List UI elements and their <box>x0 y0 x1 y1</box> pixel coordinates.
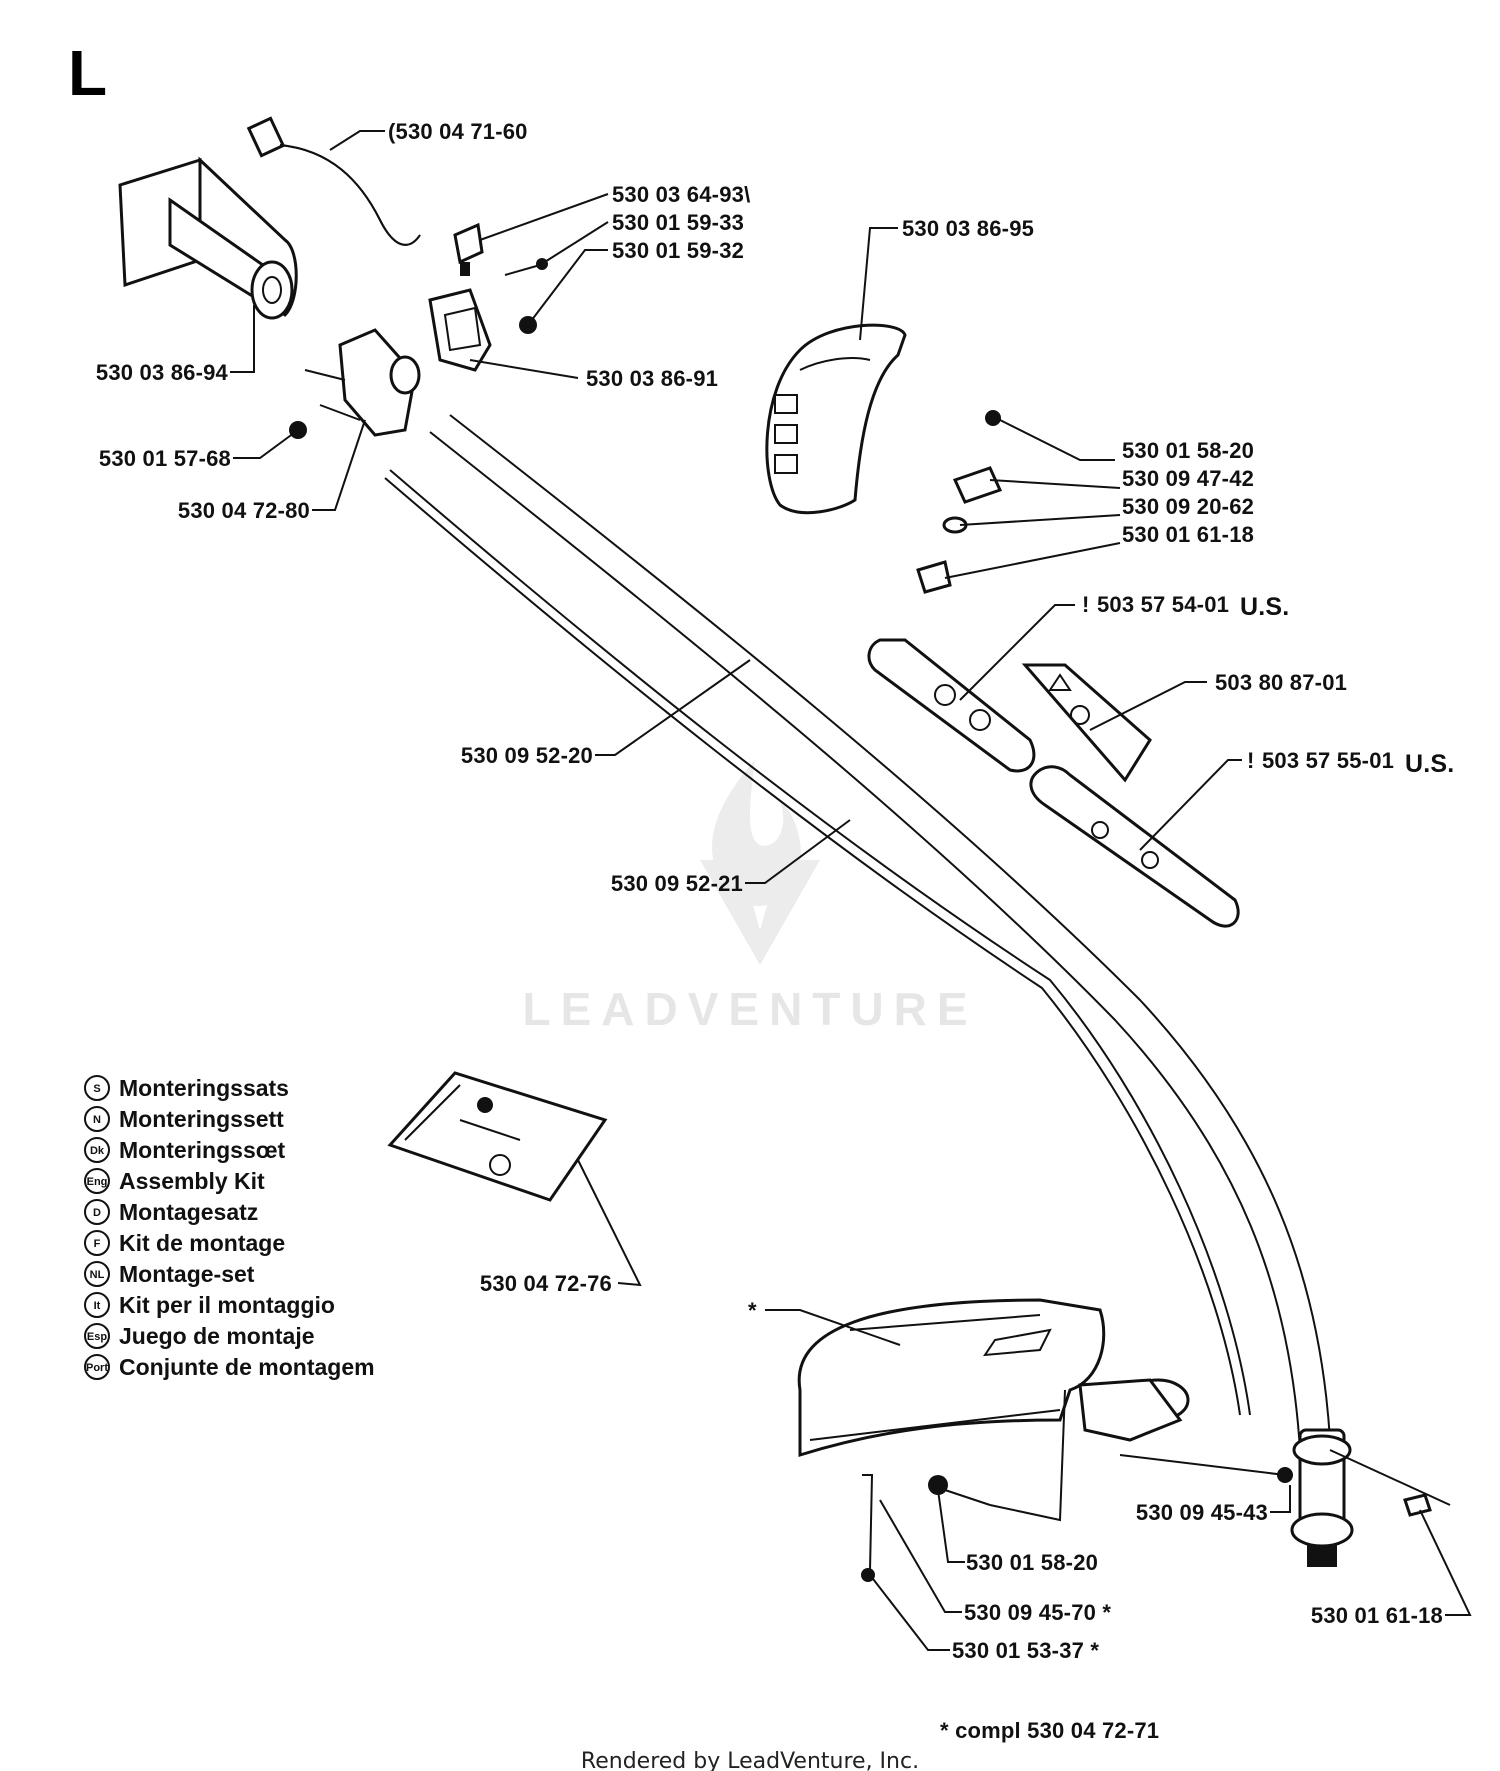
decal-2-part <box>1021 663 1152 783</box>
kit-legend-item: Esp Juego de montaje <box>84 1323 315 1349</box>
part-labels: (530 04 71-60 530 03 64-93\ 530 01 59-33… <box>96 119 1454 1663</box>
kit-legend-label: Montage-set <box>119 1261 255 1287</box>
label-loop-handle: 530 03 86-95 <box>902 216 1034 241</box>
kit-legend-label: Monteringssœt <box>119 1137 285 1163</box>
label-guard-clamp: 530 09 45-43 <box>1136 1500 1268 1525</box>
screw-part <box>504 258 548 276</box>
label-clamp: 530 04 72-80 <box>178 498 310 523</box>
kit-legend-label: Kit per il montaggio <box>119 1292 335 1318</box>
language-badge-text: D <box>93 1207 101 1219</box>
label-knife-screw: 530 01 53-37 * <box>952 1638 1099 1663</box>
label-cable: (530 04 71-60 <box>388 119 528 144</box>
watermark: LEADVENTURE <box>522 760 977 1035</box>
language-badge-text: Port <box>86 1362 108 1374</box>
language-badge-icon <box>84 1075 110 1101</box>
kit-legend-item: It Kit per il montaggio <box>84 1292 335 1318</box>
us-marker-1: U.S. <box>1240 593 1289 621</box>
kit-legend-label: Monteringssats <box>119 1075 289 1101</box>
footnote: * compl 530 04 72-71 <box>940 1718 1159 1743</box>
label-decal-2: 503 80 87-01 <box>1215 670 1347 695</box>
language-badge-text: F <box>94 1238 101 1250</box>
guard-clamp-part <box>861 1428 1432 1582</box>
label-guard-screw: 530 01 58-20 <box>966 1550 1098 1575</box>
label-decal-3: 503 57 55-01 <box>1262 748 1394 773</box>
language-badge-text: S <box>93 1083 100 1095</box>
label-screw1: 530 01 59-33 <box>612 210 744 235</box>
language-badge-icon <box>84 1106 110 1132</box>
kit-legend-label: Juego de montaje <box>119 1323 315 1349</box>
language-badge-text: Eng <box>87 1176 108 1188</box>
assembly-kit-part <box>387 1071 608 1202</box>
clamp-cover-part <box>428 288 492 372</box>
label-screw3: 530 01 58-20 <box>1122 438 1254 463</box>
label-nut: 530 01 57-68 <box>99 446 231 471</box>
decal-3-part <box>1029 765 1240 928</box>
kit-legend-item: D Montagesatz <box>84 1199 258 1225</box>
language-badge-text: NL <box>90 1269 105 1281</box>
kit-legend-item: Dk Monteringssœt <box>84 1137 285 1163</box>
label-handle-grip: 530 03 86-94 <box>96 360 229 385</box>
language-badge-icon <box>84 1323 110 1349</box>
label-bracket: 530 09 47-42 <box>1122 466 1254 491</box>
drive-shaft-part-inner <box>384 477 1241 1416</box>
label-washer: 530 09 20-62 <box>1122 494 1254 519</box>
label-guard-wing-nut: 530 01 61-18 <box>1311 1603 1443 1628</box>
cable-part <box>246 116 421 246</box>
kit-legend-item: NL Montage-set <box>84 1261 255 1287</box>
kit-legend-label: Assembly Kit <box>119 1168 265 1194</box>
loop-handle-part <box>765 323 907 515</box>
language-badge-icon <box>84 1354 110 1380</box>
watermark-v-icon <box>700 860 820 965</box>
kit-legend-label: Monteringssett <box>119 1106 284 1132</box>
guard-part <box>797 1298 1190 1458</box>
language-badge-icon <box>84 1261 110 1287</box>
kit-legend-label: Kit de montage <box>119 1230 285 1256</box>
kit-legend-item: Eng Assembly Kit <box>84 1168 265 1194</box>
us-marker-2: U.S. <box>1405 750 1454 778</box>
kit-legend-item: F Kit de montage <box>84 1230 285 1256</box>
kit-legend-label: Montagesatz <box>119 1199 258 1225</box>
label-switch: 530 03 64-93\ <box>612 182 750 207</box>
language-badge-icon <box>84 1137 110 1163</box>
guard-screw-part <box>928 1475 948 1495</box>
label-decal-1-prefix: ! <box>1082 592 1090 617</box>
language-badge-icon <box>84 1168 110 1194</box>
switch-part <box>453 222 484 276</box>
label-decal-3-prefix: ! <box>1247 748 1255 773</box>
guard-asterisk: * <box>748 1298 757 1323</box>
language-badge-icon <box>84 1199 110 1225</box>
decal-1-part <box>867 638 1036 773</box>
kit-legend-label: Conjunte de montagem <box>119 1354 375 1380</box>
language-badge-text: It <box>94 1300 101 1312</box>
label-assembly-kit: 530 04 72-76 <box>480 1271 612 1296</box>
label-decal-1: 503 57 54-01 <box>1097 592 1229 617</box>
leader-lines <box>230 130 1472 1651</box>
label-drive-shaft: 530 09 52-21 <box>611 871 743 896</box>
label-clamp-cover: 530 03 86-91 <box>586 366 718 391</box>
shaft-tube-part-inner <box>429 431 1301 1451</box>
language-badge-text: Esp <box>87 1331 107 1343</box>
kit-legend-item: Port Conjunte de montagem <box>84 1354 375 1380</box>
language-badge-icon <box>84 1292 110 1318</box>
section-letter: L <box>68 37 107 109</box>
label-shaft-tube: 530 09 52-20 <box>461 743 593 768</box>
handle-grip-part <box>118 156 298 320</box>
language-badge-text: Dk <box>90 1145 105 1157</box>
shaft-tube-part <box>449 414 1331 1441</box>
watermark-text: LEADVENTURE <box>522 983 977 1035</box>
label-screw2: 530 01 59-32 <box>612 238 744 263</box>
language-badge-icon <box>84 1230 110 1256</box>
loop-handle-hardware <box>916 410 1003 594</box>
kit-legend-item: S Monteringssats <box>84 1075 289 1101</box>
rendered-by: Rendered by LeadVenture, Inc. <box>581 1749 919 1771</box>
label-guard-knife: 530 09 45-70 * <box>964 1600 1111 1625</box>
language-badge-text: N <box>93 1114 101 1126</box>
kit-legend-item: N Monteringssett <box>84 1106 284 1132</box>
label-wing-nut: 530 01 61-18 <box>1122 522 1254 547</box>
clamp-part <box>304 328 421 437</box>
drive-shaft-part <box>389 469 1251 1416</box>
